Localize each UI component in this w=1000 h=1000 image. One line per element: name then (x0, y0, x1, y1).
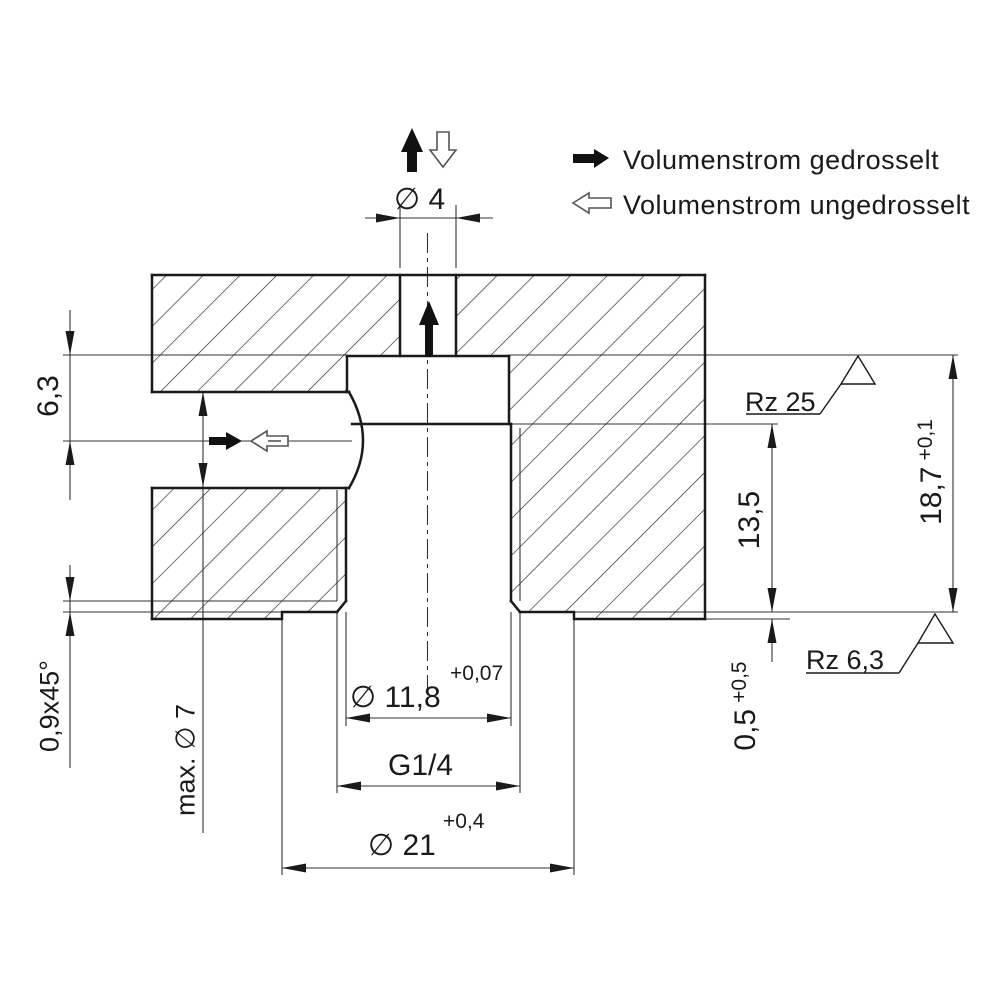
legend-label-throttled: Volumenstrom gedrosselt (623, 145, 940, 175)
surface-finish-symbol-rz25 (746, 354, 877, 415)
dim-spotface-tolerance: +0,4 (443, 810, 485, 833)
surface-finish-label-face: Rz 6,3 (806, 645, 885, 675)
dim-spotface-depth-tolerance: +0,5 (728, 661, 751, 703)
dim-seat-depth: 13,5 (733, 490, 766, 550)
dim-total-depth-value: 18,7 (915, 466, 948, 525)
hatched-sections (152, 275, 705, 619)
dim-channel-center-offset: 6,3 (32, 375, 65, 417)
surface-finish-label-seat: Rz 25 (745, 387, 816, 417)
dim-top-hole-diameter: ∅ 4 (394, 183, 446, 216)
dim-spotface-depth-value: 0,5 (729, 708, 762, 751)
legend-arrow-throttled-icon (573, 149, 609, 168)
dim-max-side-port-diameter: max. ∅ 7 (170, 703, 201, 817)
flow-arrow-channel-left-outline-icon (249, 429, 289, 453)
dim-spotface-diameter: ∅ 21 (368, 829, 436, 862)
dim-thread-size: G1/4 (388, 749, 454, 782)
dim-core-bore-tolerance: +0,07 (450, 662, 504, 685)
dim-total-depth: 18,7 +0,1 (914, 419, 948, 525)
surface-finish-symbol-rz63 (806, 612, 955, 674)
dim-core-bore-diameter: ∅ 11,8 (350, 681, 441, 714)
dim-total-depth-tolerance: +0,1 (914, 419, 937, 461)
legend-label-unthrottled: Volumenstrom ungedrosselt (623, 190, 971, 220)
dim-spotface-depth: 0,5 +0,5 (728, 661, 762, 751)
flow-arrow-bore-up-filled-icon (419, 301, 439, 357)
flow-arrow-channel-right-filled-icon (209, 432, 242, 450)
dimension-arrowheads (65, 213, 958, 873)
legend-arrow-unthrottled-icon (571, 191, 612, 215)
flow-arrow-in-top-outline-icon (428, 131, 458, 169)
part-outline (150, 273, 707, 621)
dim-chamfer: 0,9x45° (34, 660, 65, 752)
flow-arrow-out-top-filled-icon (401, 128, 423, 172)
